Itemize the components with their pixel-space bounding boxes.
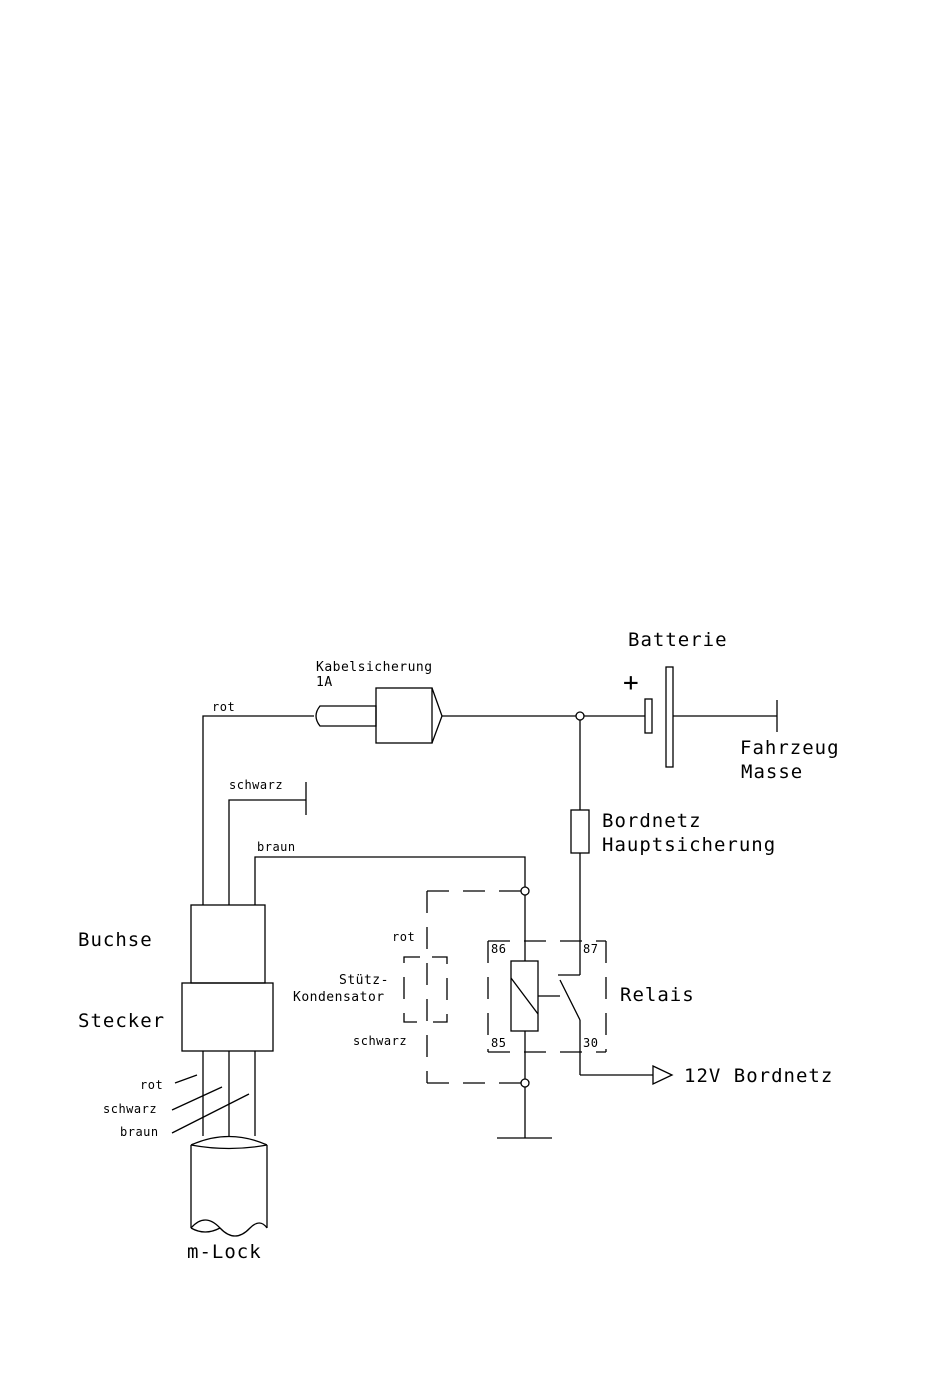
label-kabelsicherung: Kabelsicherung bbox=[316, 660, 433, 675]
label-hauptsicherung: Hauptsicherung bbox=[602, 834, 776, 856]
output-arrow-symbol bbox=[653, 1066, 672, 1084]
label-pin-85: 85 bbox=[491, 1036, 506, 1050]
label-fahrzeug: Fahrzeug bbox=[740, 737, 840, 759]
label-stecker: Stecker bbox=[78, 1010, 165, 1032]
junction-node bbox=[521, 887, 529, 895]
label-plus: + bbox=[623, 668, 639, 698]
junction-node bbox=[576, 712, 584, 720]
inline-fuse-symbol bbox=[316, 688, 442, 743]
label-cap-schwarz: schwarz bbox=[353, 1034, 407, 1048]
junction-node bbox=[521, 1079, 529, 1087]
label-pin-30: 30 bbox=[583, 1036, 598, 1050]
mlock-symbol bbox=[191, 1137, 267, 1237]
label-stuetz: Stütz- bbox=[339, 973, 389, 988]
label-12v-bordnetz: 12V Bordnetz bbox=[684, 1065, 833, 1087]
buchse-symbol bbox=[191, 905, 265, 983]
label-kabelsicherung-rating: 1A bbox=[316, 675, 333, 690]
stecker-symbol bbox=[182, 983, 273, 1051]
label-batterie: Batterie bbox=[628, 629, 728, 651]
label-cable-braun: braun bbox=[120, 1125, 159, 1139]
capacitor-box bbox=[404, 891, 525, 1083]
label-wire-schwarz: schwarz bbox=[229, 778, 283, 792]
label-wire-rot: rot bbox=[212, 700, 235, 714]
label-cap-rot: rot bbox=[392, 930, 415, 944]
label-buchse: Buchse bbox=[78, 929, 153, 951]
battery-symbol bbox=[645, 667, 673, 767]
label-cable-rot: rot bbox=[140, 1078, 163, 1092]
label-cable-schwarz: schwarz bbox=[103, 1102, 157, 1116]
relay-switch-symbol bbox=[538, 975, 580, 1075]
label-kondensator: Kondensator bbox=[293, 990, 385, 1005]
wire-braun bbox=[255, 857, 525, 905]
relay-coil-symbol bbox=[511, 961, 538, 1031]
label-relais: Relais bbox=[620, 984, 695, 1006]
main-fuse-symbol bbox=[571, 810, 589, 853]
label-pin-86: 86 bbox=[491, 942, 506, 956]
wire-rot bbox=[203, 716, 314, 905]
label-wire-braun: braun bbox=[257, 840, 296, 854]
label-mlock: m-Lock bbox=[187, 1241, 262, 1263]
cable-symbol bbox=[172, 1051, 255, 1136]
label-masse: Masse bbox=[741, 761, 803, 783]
label-pin-87: 87 bbox=[583, 942, 598, 956]
label-bordnetz: Bordnetz bbox=[602, 810, 702, 832]
